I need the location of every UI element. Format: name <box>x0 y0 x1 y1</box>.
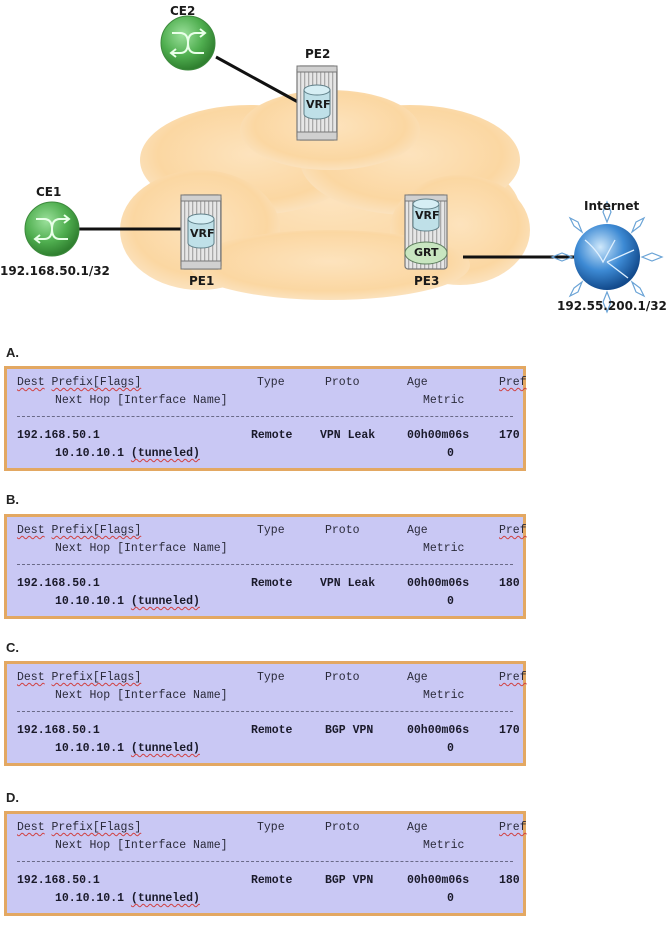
header-proto: Proto <box>325 376 360 389</box>
route-proto: VPN Leak <box>320 429 376 442</box>
route-age: 00h00m06s <box>407 874 470 887</box>
network-diagram: CE2 PE2 VRF CE1 192.168.50.1/32 VRF PE1 … <box>0 0 671 330</box>
option-b-route-table[interactable]: Dest Prefix[Flags] Type Proto Age Pref N… <box>4 514 527 619</box>
header-metric: Metric <box>423 542 465 555</box>
header-proto: Proto <box>325 671 360 684</box>
vrf-database-icon <box>303 84 331 120</box>
pe2-router-icon <box>296 65 338 141</box>
header-next-hop: Next Hop [Interface Name] <box>55 839 228 852</box>
ce1-label: CE1 <box>36 185 62 199</box>
header-metric: Metric <box>423 839 465 852</box>
route-prefix: 192.168.50.1 <box>17 874 100 887</box>
pe2-label: PE2 <box>305 47 331 61</box>
route-pref: 180 <box>499 874 520 887</box>
header-metric: Metric <box>423 689 465 702</box>
pe1-router-icon <box>180 194 222 270</box>
route-type: Remote <box>251 724 293 737</box>
option-a-route-table[interactable]: Dest Prefix[Flags] Type Proto Age Pref N… <box>4 366 527 471</box>
route-age: 00h00m06s <box>407 429 470 442</box>
route-proto: BGP VPN <box>325 874 374 887</box>
ce1-router-icon <box>24 201 80 257</box>
route-prefix: 192.168.50.1 <box>17 577 100 590</box>
route-proto: BGP VPN <box>325 724 374 737</box>
route-age: 00h00m06s <box>407 724 470 737</box>
header-type: Type <box>257 671 285 684</box>
option-a-letter: A. <box>6 345 19 360</box>
route-type: Remote <box>251 429 293 442</box>
route-metric: 0 <box>447 595 454 608</box>
internet-address: 192.55.200.1/32 <box>557 299 667 313</box>
header-dest: Dest Prefix[Flags] <box>17 376 142 389</box>
grt-table-icon <box>404 241 448 265</box>
header-next-hop: Next Hop [Interface Name] <box>55 542 228 555</box>
option-b-letter: B. <box>6 492 19 507</box>
route-next-hop: 10.10.10.1 (tunneled) <box>55 892 200 905</box>
header-metric: Metric <box>423 394 465 407</box>
pe3-label: PE3 <box>414 274 440 288</box>
route-pref: 170 <box>499 724 520 737</box>
header-age: Age <box>407 524 428 537</box>
pe3-vrf-label: VRF <box>415 209 440 222</box>
route-metric: 0 <box>447 742 454 755</box>
ce2-label: CE2 <box>170 4 196 18</box>
route-age: 00h00m06s <box>407 577 470 590</box>
pe3-grt-label: GRT <box>414 246 439 259</box>
route-pref: 180 <box>499 577 520 590</box>
option-c-route-table[interactable]: Dest Prefix[Flags] Type Proto Age Pref N… <box>4 661 527 766</box>
route-next-hop: 10.10.10.1 (tunneled) <box>55 447 200 460</box>
header-pref: Pref <box>499 376 527 389</box>
header-pref: Pref <box>499 821 527 834</box>
route-proto: VPN Leak <box>320 577 376 590</box>
option-d-letter: D. <box>6 790 19 805</box>
ce1-address: 192.168.50.1/32 <box>0 264 110 278</box>
divider <box>17 711 513 712</box>
header-proto: Proto <box>325 821 360 834</box>
header-age: Age <box>407 376 428 389</box>
vrf-database-icon <box>187 213 215 249</box>
ce2-router-icon <box>160 15 216 71</box>
route-pref: 170 <box>499 429 520 442</box>
pe2-vrf-label: VRF <box>306 98 331 111</box>
header-type: Type <box>257 376 285 389</box>
header-age: Age <box>407 671 428 684</box>
header-next-hop: Next Hop [Interface Name] <box>55 394 228 407</box>
route-prefix: 192.168.50.1 <box>17 429 100 442</box>
route-metric: 0 <box>447 892 454 905</box>
route-metric: 0 <box>447 447 454 460</box>
pe1-label: PE1 <box>189 274 215 288</box>
header-next-hop: Next Hop [Interface Name] <box>55 689 228 702</box>
link-ce2-pe2 <box>215 55 299 104</box>
pe3-router-icon <box>404 194 448 270</box>
header-type: Type <box>257 524 285 537</box>
vrf-database-icon <box>412 198 440 232</box>
internet-label: Internet <box>584 199 640 213</box>
divider <box>17 416 513 417</box>
divider <box>17 564 513 565</box>
header-dest: Dest Prefix[Flags] <box>17 524 142 537</box>
route-next-hop: 10.10.10.1 (tunneled) <box>55 742 200 755</box>
route-type: Remote <box>251 874 293 887</box>
header-dest: Dest Prefix[Flags] <box>17 821 142 834</box>
header-pref: Pref <box>499 524 527 537</box>
option-d-route-table[interactable]: Dest Prefix[Flags] Type Proto Age Pref N… <box>4 811 527 916</box>
route-next-hop: 10.10.10.1 (tunneled) <box>55 595 200 608</box>
internet-globe-icon <box>550 200 664 314</box>
header-proto: Proto <box>325 524 360 537</box>
pe1-vrf-label: VRF <box>190 227 215 240</box>
header-age: Age <box>407 821 428 834</box>
divider <box>17 861 513 862</box>
route-prefix: 192.168.50.1 <box>17 724 100 737</box>
diagram-canvas <box>24 15 664 314</box>
header-pref: Pref <box>499 671 527 684</box>
route-type: Remote <box>251 577 293 590</box>
header-type: Type <box>257 821 285 834</box>
header-dest: Dest Prefix[Flags] <box>17 671 142 684</box>
option-c-letter: C. <box>6 640 19 655</box>
